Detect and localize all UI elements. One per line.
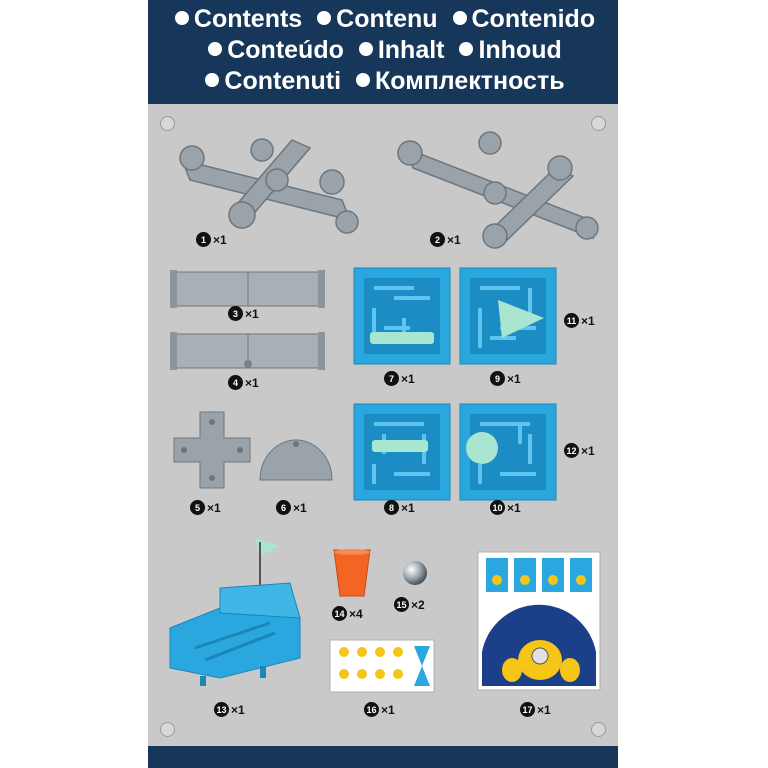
part-13-tower-icon xyxy=(169,538,301,686)
part-5-cross-connector-icon xyxy=(173,411,251,489)
part-4-fence-icon xyxy=(170,332,325,370)
part-label-4: 4×1 xyxy=(228,375,259,390)
part-label-5: 5×1 xyxy=(190,500,221,515)
part-label-8: 8×1 xyxy=(384,500,415,515)
part-label-2: 2×1 xyxy=(430,232,461,247)
title-contenuti: Contenuti xyxy=(224,67,342,95)
part-14-orange-cup-icon xyxy=(333,549,371,597)
part-15-steel-ball-icon xyxy=(403,561,427,585)
part-label-9: 9×1 xyxy=(490,371,521,386)
part-label-16: 16×1 xyxy=(364,702,395,717)
bullet-icon xyxy=(452,11,467,26)
title-contenu: Contenu xyxy=(336,5,438,33)
part-label-7: 7×1 xyxy=(384,371,415,386)
footer-bar xyxy=(148,746,618,768)
title-inhoud: Inhoud xyxy=(478,36,562,64)
part-label-14: 14×4 xyxy=(332,606,363,621)
bullet-icon xyxy=(317,11,332,26)
part-7-maze-block-icon xyxy=(353,267,451,365)
bullet-icon xyxy=(358,42,373,57)
header-line-1: Contents Contenu Contenido xyxy=(148,4,618,35)
mounting-hole xyxy=(591,722,606,737)
part-8-maze-block-icon xyxy=(353,403,451,501)
part-label-6: 6×1 xyxy=(276,500,307,515)
title-contents: Contents xyxy=(193,5,303,33)
mounting-hole xyxy=(160,722,175,737)
bullet-icon xyxy=(205,73,220,88)
mounting-hole xyxy=(591,116,606,131)
part-3-fence-icon xyxy=(170,270,325,308)
part-label-3: 3×1 xyxy=(228,306,259,321)
part-1-cross-track-icon xyxy=(179,138,359,234)
part-label-15: 15×2 xyxy=(394,597,425,612)
part-label-1: 1×1 xyxy=(196,232,227,247)
part-10-maze-block-icon xyxy=(459,403,557,501)
part-label-12: 12×1 xyxy=(564,443,595,458)
bullet-icon xyxy=(459,42,474,57)
title-contenido: Contenido xyxy=(471,5,596,33)
part-label-10: 10×1 xyxy=(490,500,521,515)
bullet-icon xyxy=(174,11,189,26)
title-inhalt: Inhalt xyxy=(377,36,445,64)
header-line-2: Conteúdo Inhalt Inhoud xyxy=(148,35,618,66)
part-label-17: 17×1 xyxy=(520,702,551,717)
title-komplektnost: Комплектность xyxy=(375,67,565,95)
part-17-sticker-sheet-icon xyxy=(477,551,601,691)
part-6-dome-icon xyxy=(259,439,333,481)
title-conteudo: Conteúdo xyxy=(227,36,344,64)
part-label-13: 13×1 xyxy=(214,702,245,717)
bullet-icon xyxy=(356,73,370,88)
part-9-maze-block-icon xyxy=(459,267,557,365)
part-2-cross-track-icon xyxy=(397,131,599,249)
part-16-sticker-sheet-icon xyxy=(329,639,435,693)
bullet-icon xyxy=(208,42,223,57)
header-line-3: Contenuti Комплектность xyxy=(148,66,618,97)
part-label-11: 11×1 xyxy=(564,313,595,328)
contents-header: Contents Contenu Contenido Conteúdo Inha… xyxy=(148,0,618,104)
mounting-hole xyxy=(160,116,175,131)
